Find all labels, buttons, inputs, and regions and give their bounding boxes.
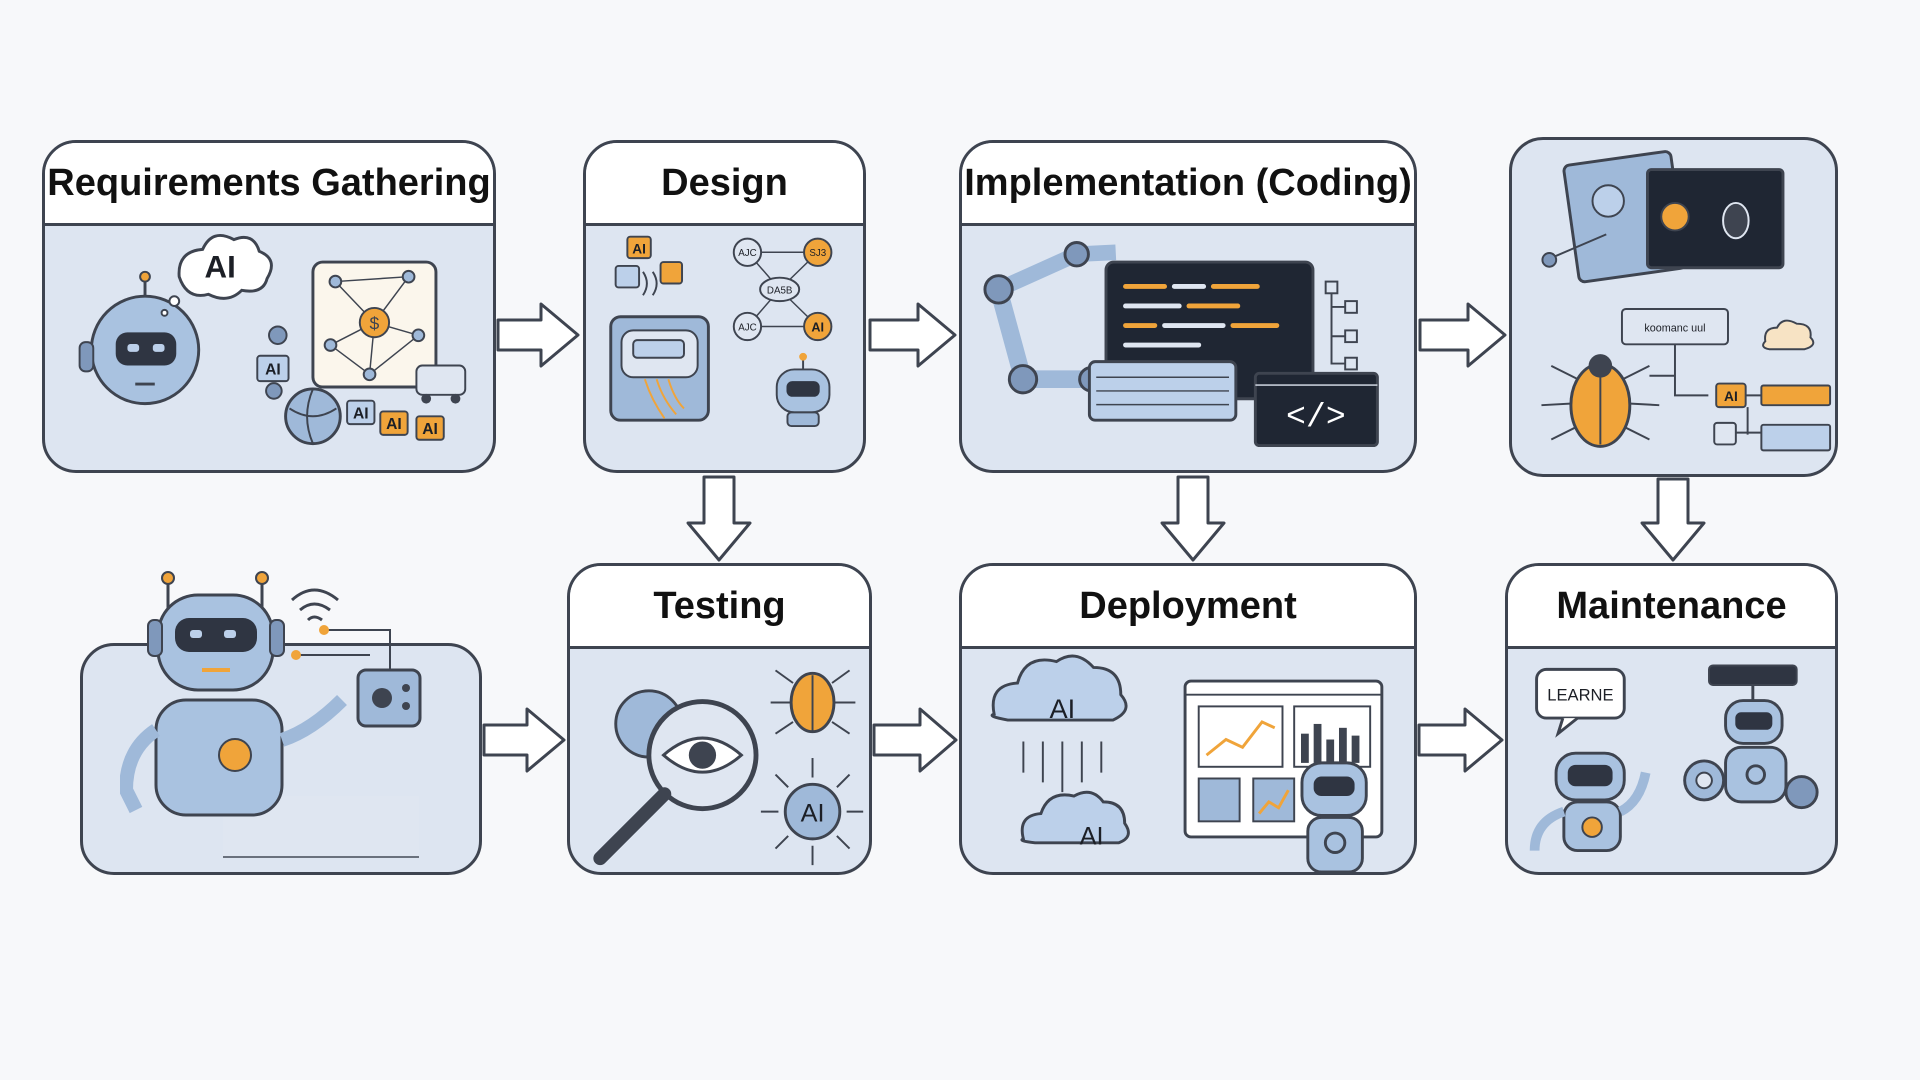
- ai-tag-icon: [379, 410, 409, 436]
- arrow-right: [1417, 705, 1505, 775]
- svg-text:</>: </>: [1286, 398, 1346, 436]
- requirements-illustration: AI $: [45, 223, 493, 470]
- arrow-down: [1158, 475, 1228, 563]
- ai-tag-icon: [256, 354, 290, 383]
- virus-icon: [760, 758, 864, 866]
- node-graph-icon: AJC SJ3 DA5B AJC AI: [732, 237, 833, 342]
- label-box: [1620, 307, 1729, 346]
- stage-debugging: koomanc uul AI: [1509, 137, 1838, 477]
- robot-icon: [1300, 761, 1368, 872]
- stage-maintenance: Maintenance LEARNE: [1505, 563, 1838, 875]
- bug-icon: [770, 669, 856, 735]
- stage-design: Design AI: [583, 140, 866, 473]
- code-tag-window-icon: </>: [1253, 371, 1379, 448]
- design-illustration: AI AJC SJ3: [586, 223, 863, 470]
- testing-illustration: AI: [570, 646, 869, 872]
- wifi-icon: [290, 588, 339, 622]
- svg-text:AI: AI: [205, 250, 236, 285]
- ai-tag-icon: [346, 399, 376, 426]
- rover-icon: [415, 364, 467, 404]
- keyboard-icon: [1087, 360, 1238, 422]
- speech-bubble-icon: [1535, 667, 1626, 738]
- robot-icon: [1724, 684, 1788, 804]
- robot-icon: [120, 571, 347, 817]
- arrow-right: [1418, 300, 1508, 370]
- svg-text:koomanc uul: koomanc uul: [1644, 323, 1705, 335]
- svg-text:AI: AI: [801, 799, 825, 827]
- stage-implementation: Implementation (Coding): [959, 140, 1417, 473]
- cloud-icon: [1020, 790, 1130, 845]
- svg-text:AI: AI: [265, 361, 281, 378]
- robot-icon: [775, 352, 831, 428]
- svg-text:LEARNE: LEARNE: [1547, 686, 1613, 705]
- dashboard-icon: [1183, 679, 1384, 839]
- gear-icon: [1784, 775, 1819, 810]
- screen-bar-icon: [1708, 664, 1798, 686]
- stage-title: Requirements Gathering: [45, 143, 493, 226]
- svg-text:AI: AI: [422, 421, 438, 438]
- svg-text:AI: AI: [353, 405, 369, 422]
- stage-deployment: Deployment AI AI: [959, 563, 1417, 875]
- svg-text:AJC: AJC: [738, 322, 756, 333]
- implementation-illustration: </>: [962, 223, 1414, 470]
- globe-icon: [284, 387, 342, 446]
- svg-text:SJ3: SJ3: [809, 248, 826, 259]
- gear-cloud-icon: [1762, 319, 1815, 351]
- deployment-illustration: AI AI: [962, 646, 1414, 872]
- svg-text:AI: AI: [1724, 389, 1738, 404]
- stage-testing: Testing: [567, 563, 872, 875]
- stage-requirements-gathering: Requirements Gathering AI: [42, 140, 496, 473]
- svg-text:DA5B: DA5B: [767, 285, 792, 296]
- svg-text:$: $: [370, 313, 380, 333]
- svg-text:AI: AI: [386, 416, 402, 433]
- ai-tag-icon: [415, 415, 445, 441]
- ai-tag-icon: [1715, 382, 1747, 409]
- cloud-icon: [990, 654, 1128, 722]
- bug-icon: [1541, 354, 1660, 448]
- gear-icon: [265, 325, 288, 400]
- svg-text:AI: AI: [1049, 693, 1075, 724]
- device-icon: [609, 315, 710, 422]
- arrow-down: [684, 475, 754, 563]
- arrow-right: [872, 705, 959, 775]
- maintenance-illustration: LEARNE: [1508, 646, 1835, 872]
- arrow-right: [868, 300, 958, 370]
- debugging-illustration: koomanc uul AI: [1512, 140, 1835, 474]
- magnifier-eye-icon: [593, 689, 759, 866]
- svg-text:AI: AI: [811, 320, 824, 334]
- screen-stack-icon: [1541, 150, 1785, 284]
- robot-assistant-illustration: [120, 560, 440, 850]
- gear-icon: [1683, 759, 1726, 802]
- ai-tag-icon: [626, 235, 652, 260]
- robot-icon: [1529, 751, 1651, 853]
- svg-text:AI: AI: [632, 241, 646, 256]
- stage-title: Deployment: [962, 566, 1414, 649]
- arrow-right: [496, 300, 581, 370]
- stage-title: Implementation (Coding): [962, 143, 1414, 226]
- arrow-right: [482, 705, 567, 775]
- control-panel-icon: [356, 668, 422, 728]
- network-graph-icon: $: [311, 260, 438, 389]
- thought-cloud-icon: [160, 234, 273, 317]
- robotic-arm-icon: [983, 241, 1117, 395]
- stage-title: Testing: [570, 566, 869, 649]
- robot-head-icon: [78, 270, 201, 406]
- stage-title: Maintenance: [1508, 566, 1835, 649]
- stage-title: Design: [586, 143, 863, 226]
- svg-text:AJC: AJC: [738, 248, 756, 259]
- svg-text:AI: AI: [1080, 823, 1104, 851]
- arrow-down: [1638, 477, 1708, 563]
